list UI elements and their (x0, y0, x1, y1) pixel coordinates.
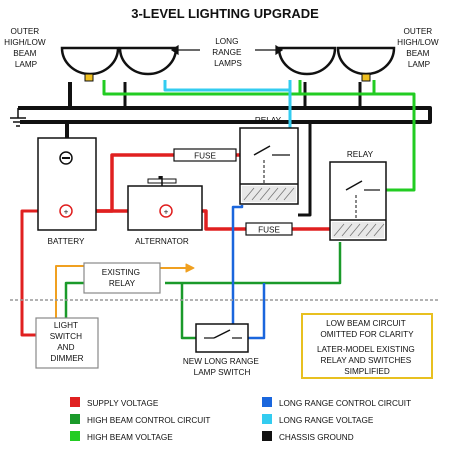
fuse-2: FUSE (245, 222, 293, 236)
svg-text:CHASSIS GROUND: CHASSIS GROUND (279, 433, 354, 442)
battery-positive-symbol: + (64, 208, 69, 217)
note-low-beam: LOW BEAM CIRCUIT OMITTED FOR CLARITY (320, 319, 414, 339)
legend-item-long-range-voltage: LONG RANGE VOLTAGE (262, 414, 374, 425)
lr-control-switch-to-hb (248, 283, 266, 340)
supply-to-switch (20, 209, 50, 337)
legend-item-supply-voltage: SUPPLY VOLTAGE (70, 397, 159, 408)
alternator: + (127, 176, 203, 231)
relay-2 (329, 161, 387, 241)
svg-text:LONG RANGE VOLTAGE: LONG RANGE VOLTAGE (279, 416, 374, 425)
relay-1 (239, 127, 299, 205)
lamp-long-range-right (277, 46, 337, 76)
lamp-outer-right (336, 46, 396, 82)
light-switch-and-dimmer: LIGHT SWITCH AND DIMMER (35, 317, 99, 369)
svg-text:HIGH BEAM CONTROL CIRCUIT: HIGH BEAM CONTROL CIRCUIT (87, 416, 210, 425)
battery: + (37, 137, 97, 231)
svg-text:LONG RANGE CONTROL CIRCUIT: LONG RANGE CONTROL CIRCUIT (279, 399, 411, 408)
diagram-title: 3-LEVEL LIGHTING UPGRADE (131, 6, 319, 21)
relay-2-label: RELAY (347, 150, 374, 159)
hb-control-existing-to-relay2 (165, 242, 342, 285)
note-later-model: LATER-MODEL EXISTING RELAY AND SWITCHES … (317, 345, 417, 376)
lamp-label-outer-left: OUTER HIGH/LOW BEAM LAMP (4, 27, 48, 69)
new-long-range-lamp-switch (195, 323, 249, 353)
legend-item-long-range-control: LONG RANGE CONTROL CIRCUIT (262, 397, 411, 408)
lamp-switch-label: NEW LONG RANGE LAMP SWITCH (183, 357, 261, 377)
high-beam-voltage-wire-a (102, 80, 376, 96)
alternator-positive-symbol: + (164, 208, 169, 217)
svg-text:HIGH BEAM VOLTAGE: HIGH BEAM VOLTAGE (87, 433, 173, 442)
ground-bus-wire (18, 106, 432, 124)
lamp-long-range-left (118, 46, 178, 76)
svg-text:FUSE: FUSE (194, 152, 216, 161)
svg-text:EXISTING RELAY: EXISTING RELAY (102, 268, 143, 288)
relay-1-label: RELAY (255, 116, 282, 125)
existing-relay: EXISTING RELAY (83, 262, 161, 294)
hb-control-switch-line (180, 283, 196, 340)
long-range-arrows-icon (170, 44, 284, 56)
battery-label: BATTERY (47, 237, 85, 246)
lamp-label-long-range: LONG RANGE LAMPS (212, 37, 243, 68)
alternator-label: ALTERNATOR (135, 237, 189, 246)
ground-symbol-icon (10, 108, 26, 127)
high-beam-voltage-wire-c (374, 92, 416, 192)
lamp-outer-left (60, 46, 120, 82)
existing-out-arrow (185, 263, 195, 273)
ground-tap-relay1 (298, 122, 312, 217)
fuse-1: FUSE (173, 148, 237, 162)
note-box: LOW BEAM CIRCUIT OMITTED FOR CLARITY LAT… (301, 313, 433, 379)
svg-text:FUSE: FUSE (258, 226, 280, 235)
legend: SUPPLY VOLTAGE HIGH BEAM CONTROL CIRCUIT… (70, 397, 411, 442)
lamp-label-outer-right: OUTER HIGH/LOW BEAM LAMP (397, 27, 441, 69)
long-range-voltage-wire (163, 80, 292, 92)
battery-positive-terminal-icon (59, 204, 73, 218)
alternator-positive-terminal-icon (159, 204, 173, 218)
legend-item-high-beam-voltage: HIGH BEAM VOLTAGE (70, 431, 173, 442)
svg-text:SUPPLY VOLTAGE: SUPPLY VOLTAGE (87, 399, 159, 408)
svg-text:LIGHT SWITCH AND: LIGHT SWITCH AND DIMMER (50, 321, 85, 363)
legend-item-chassis-ground: CHASSIS GROUND (262, 431, 354, 442)
hb-control-switch-to-relay (64, 281, 84, 318)
existing-circuit-wire (55, 265, 84, 318)
legend-item-high-beam-control: HIGH BEAM CONTROL CIRCUIT (70, 414, 210, 425)
